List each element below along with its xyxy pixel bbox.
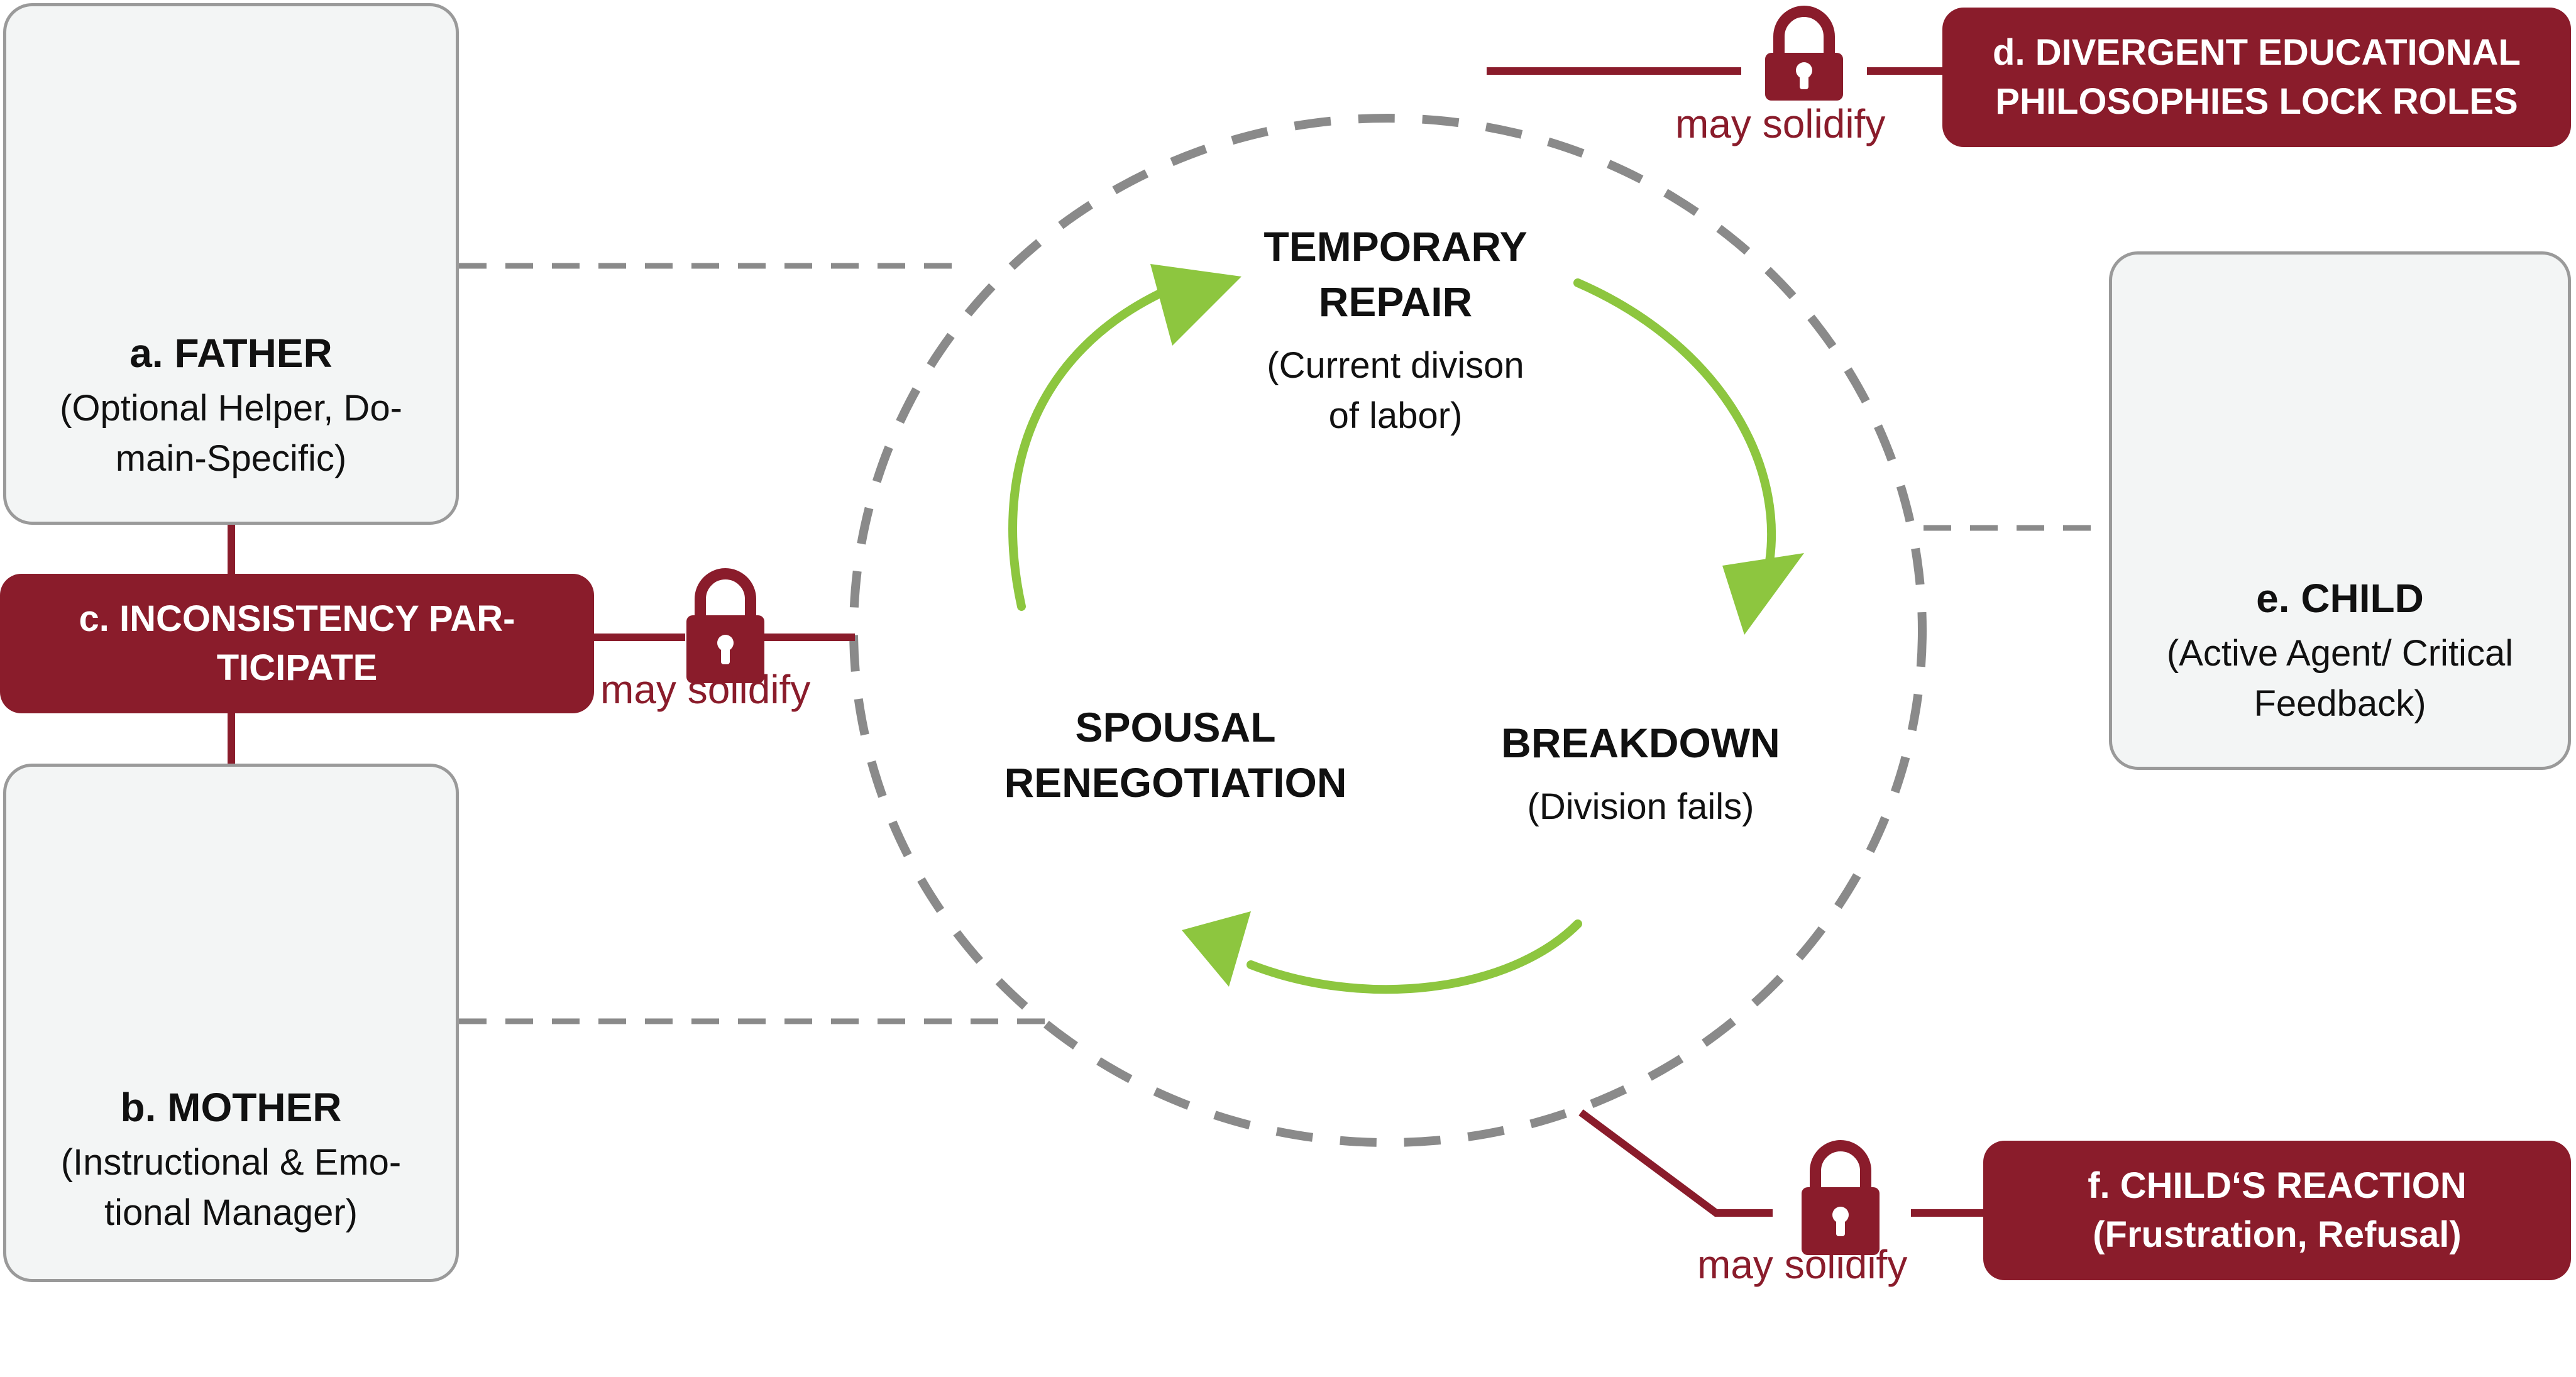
cycle-arrow-breakdown-to-renegotiation <box>1247 919 1582 994</box>
may-solidify-f: may solidify <box>1697 1242 1908 1287</box>
may-solidify-c: may solidify <box>600 667 811 712</box>
stage-breakdown: BREAKDOWN (Division fails) <box>1446 704 1836 843</box>
cycle-arrow-repair-to-breakdown <box>1573 278 1776 583</box>
stage-breakdown-title: BREAKDOWN <box>1501 720 1780 766</box>
stage-renegotiation-title: SPOUSAL RENEGOTIATION <box>1004 704 1347 806</box>
lock-icon <box>1765 6 1843 101</box>
mother-card: b. MOTHER (Instructional & Emo- tional M… <box>3 764 459 1282</box>
constraint-d-box: d. DIVERGENT EDUCATIONAL PHILOSOPHIES LO… <box>1942 8 2571 147</box>
may-solidify-d: may solidify <box>1675 101 1886 146</box>
constraint-f-box: f. CHILD‘S REACTION (Frustration, Refusa… <box>1983 1141 2571 1280</box>
stage-breakdown-subtitle: (Division fails) <box>1527 786 1754 827</box>
child-card: e. CHILD (Active Agent/ Critical Feedbac… <box>2109 251 2571 770</box>
stage-temporary-repair: TEMPORARY REPAIR (Current divison of lab… <box>1182 207 1609 453</box>
f-lock-left-line <box>1578 1109 1773 1217</box>
lock-icon <box>1802 1140 1880 1255</box>
arrowhead-repair <box>1150 264 1241 346</box>
arrowhead-renegotiation <box>1182 911 1251 987</box>
arrowhead-breakdown <box>1722 553 1804 635</box>
constraint-c-box: c. INCONSISTENCY PAR- TICIPATE <box>0 574 594 713</box>
mother-subtitle: (Instructional & Emo- tional Manager) <box>60 1142 402 1233</box>
cycle-boundary <box>849 114 1927 1147</box>
father-title: a. FATHER <box>129 331 333 376</box>
stage-repair-subtitle: (Current divison of labor) <box>1267 345 1524 436</box>
cycle-arrow-renegotiation-to-repair <box>1008 285 1174 611</box>
father-card: a. FATHER (Optional Helper, Do- main-Spe… <box>3 3 459 525</box>
child-title: e. CHILD <box>2256 576 2424 621</box>
lock-icon <box>686 568 764 683</box>
stage-repair-title: TEMPORARY REPAIR <box>1263 223 1527 325</box>
child-subtitle: (Active Agent/ Critical Feedback) <box>2166 633 2514 724</box>
father-subtitle: (Optional Helper, Do- main-Specific) <box>60 388 402 479</box>
stage-spousal-renegotiation: SPOUSAL RENEGOTIATION <box>962 688 1389 821</box>
mother-title: b. MOTHER <box>120 1085 342 1130</box>
